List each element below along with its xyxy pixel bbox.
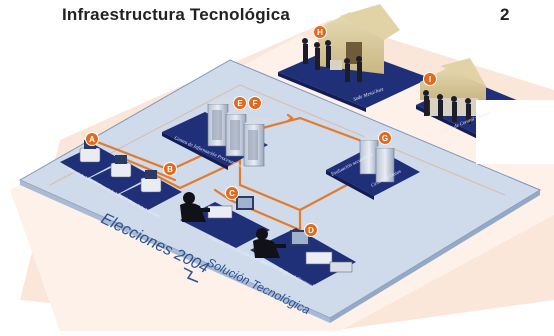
badge-c: C	[225, 186, 239, 200]
svg-text:B: B	[167, 165, 173, 174]
svg-text:H: H	[317, 28, 323, 37]
svg-text:E: E	[237, 99, 243, 108]
white-patch	[476, 100, 554, 164]
network-links	[90, 113, 377, 232]
banner-arrow	[183, 267, 199, 283]
datos-board	[326, 135, 420, 200]
badge-f: F	[248, 96, 262, 110]
centro-board	[162, 98, 272, 170]
estacion-central-board	[180, 192, 270, 248]
svg-text:G: G	[382, 134, 388, 143]
badge-a: A	[85, 132, 99, 146]
badge-h: H	[313, 25, 327, 39]
badge-d: D	[304, 223, 318, 237]
badge-b: B	[163, 162, 177, 176]
estacion-regional-board	[250, 228, 356, 286]
badge-i: I	[423, 72, 437, 86]
page-number: 2	[500, 5, 510, 24]
svg-text:C: C	[229, 189, 235, 198]
page-title: Infraestructura Tecnológica	[62, 5, 291, 24]
svg-text:A: A	[89, 135, 95, 144]
svg-text:D: D	[308, 226, 314, 235]
main-platform	[18, 59, 542, 323]
badge-g: G	[378, 131, 392, 145]
svg-text:F: F	[253, 99, 258, 108]
sede-platform	[278, 4, 430, 112]
svg-text:I: I	[429, 75, 431, 84]
badge-e: E	[233, 96, 247, 110]
